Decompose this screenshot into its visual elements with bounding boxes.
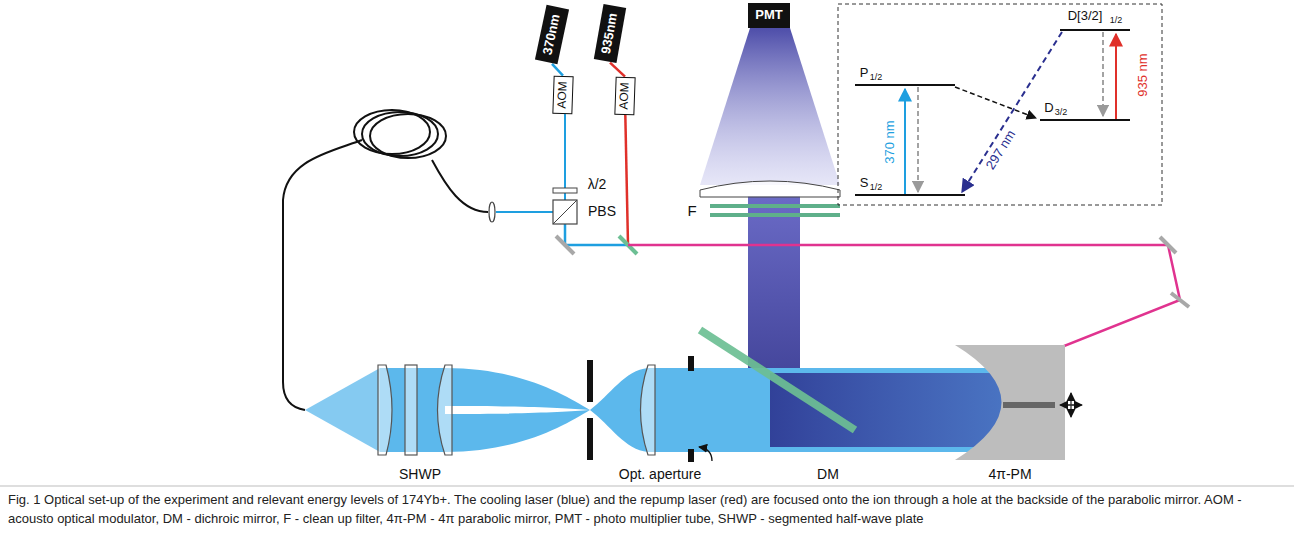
part-label: F (687, 203, 696, 220)
detector-box: PMT (748, 3, 790, 28)
laser-box: 370nm (535, 4, 569, 64)
cooling-beam (445, 410, 590, 452)
fluorescence-beam (770, 373, 1005, 447)
clean-up-filter (710, 213, 840, 217)
lens (378, 365, 392, 455)
caption-rule (0, 486, 1294, 487)
cooling-beam (305, 368, 380, 452)
part-label: PBS (588, 204, 616, 219)
part-label: Opt. aperture (619, 467, 702, 482)
level-label: 370 nm (883, 120, 897, 163)
optical-fiber (362, 112, 438, 156)
mirror (1160, 237, 1176, 253)
laser-beam (610, 63, 625, 77)
laser-beam (552, 64, 563, 76)
figure-caption: Fig. 1 Optical set-up of the experiment … (8, 490, 1286, 528)
decay-transition (962, 32, 1062, 192)
decay-transition (917, 87, 919, 192)
energy-level (855, 30, 1130, 195)
ion-needle (1003, 402, 1055, 408)
level-label: 1/2 (870, 183, 883, 193)
aperture (587, 418, 593, 460)
blue-beam (565, 224, 628, 245)
energy-level (855, 194, 965, 196)
aperture (587, 360, 593, 402)
half-wave-plate (553, 188, 577, 193)
red-beam (625, 100, 628, 245)
node-label: PMT (755, 8, 782, 22)
segmented-half-wave-plate (405, 365, 417, 455)
cooling-beam (590, 368, 648, 452)
node-label: AOM (618, 82, 632, 110)
modulator-box: AOM (552, 76, 573, 115)
translation-arrows (1060, 393, 1082, 417)
energy-level (855, 84, 955, 86)
dichroic-mirror (700, 330, 855, 430)
lens (438, 365, 453, 455)
blue-beam (496, 211, 553, 213)
parabolic-mirror (955, 345, 1065, 460)
repump-transition (1115, 34, 1117, 119)
level-label: 3/2 (1055, 108, 1068, 118)
level-label: 1/2 (870, 73, 883, 83)
part-label: DM (817, 467, 839, 482)
aperture-arrow (699, 447, 712, 461)
blue-beam (564, 100, 566, 200)
modulator-box: AOM (614, 77, 635, 116)
mirror (1171, 293, 1189, 307)
cooling-transition (904, 89, 906, 194)
optical-aperture (688, 449, 694, 462)
mirror (556, 236, 574, 254)
decay-transition (1102, 32, 1104, 116)
pbs-cube (553, 200, 577, 224)
optical-fiber (283, 140, 362, 410)
pmt-lens (700, 181, 840, 197)
laser-box: 935nm (594, 3, 626, 62)
translation-arrows (1060, 404, 1074, 405)
part-label: 4π-PM (988, 467, 1031, 482)
node-label: AOM (556, 81, 570, 109)
level-label: D[3/2] (1068, 9, 1103, 23)
coupling-lens (489, 202, 495, 222)
pmt-light-cone (700, 28, 840, 185)
energy-level (1060, 29, 1130, 31)
level-label: 1/2 (1110, 16, 1123, 26)
level-label: S (860, 176, 869, 190)
level-label: 297 nm (983, 128, 1018, 172)
lens (641, 365, 656, 455)
cooling-beam (445, 368, 590, 410)
optical-aperture (688, 356, 694, 371)
inset-frame (838, 4, 1162, 205)
optical-fiber (432, 160, 488, 212)
level-label: 935 nm (1136, 53, 1150, 96)
part-label: SHWP (399, 467, 441, 482)
translation-arrows (1070, 405, 1071, 417)
level-label: P (860, 66, 869, 80)
energy-level (1040, 119, 1130, 121)
part-label: λ/2 (588, 177, 607, 192)
level-label: D (1044, 101, 1053, 115)
clean-up-filter (710, 204, 840, 208)
node-label: 370nm (541, 12, 564, 55)
pbs-cube (553, 200, 577, 224)
translation-arrows (1070, 393, 1071, 405)
node-label: 935nm (599, 11, 620, 54)
optical-fiber (370, 114, 446, 158)
